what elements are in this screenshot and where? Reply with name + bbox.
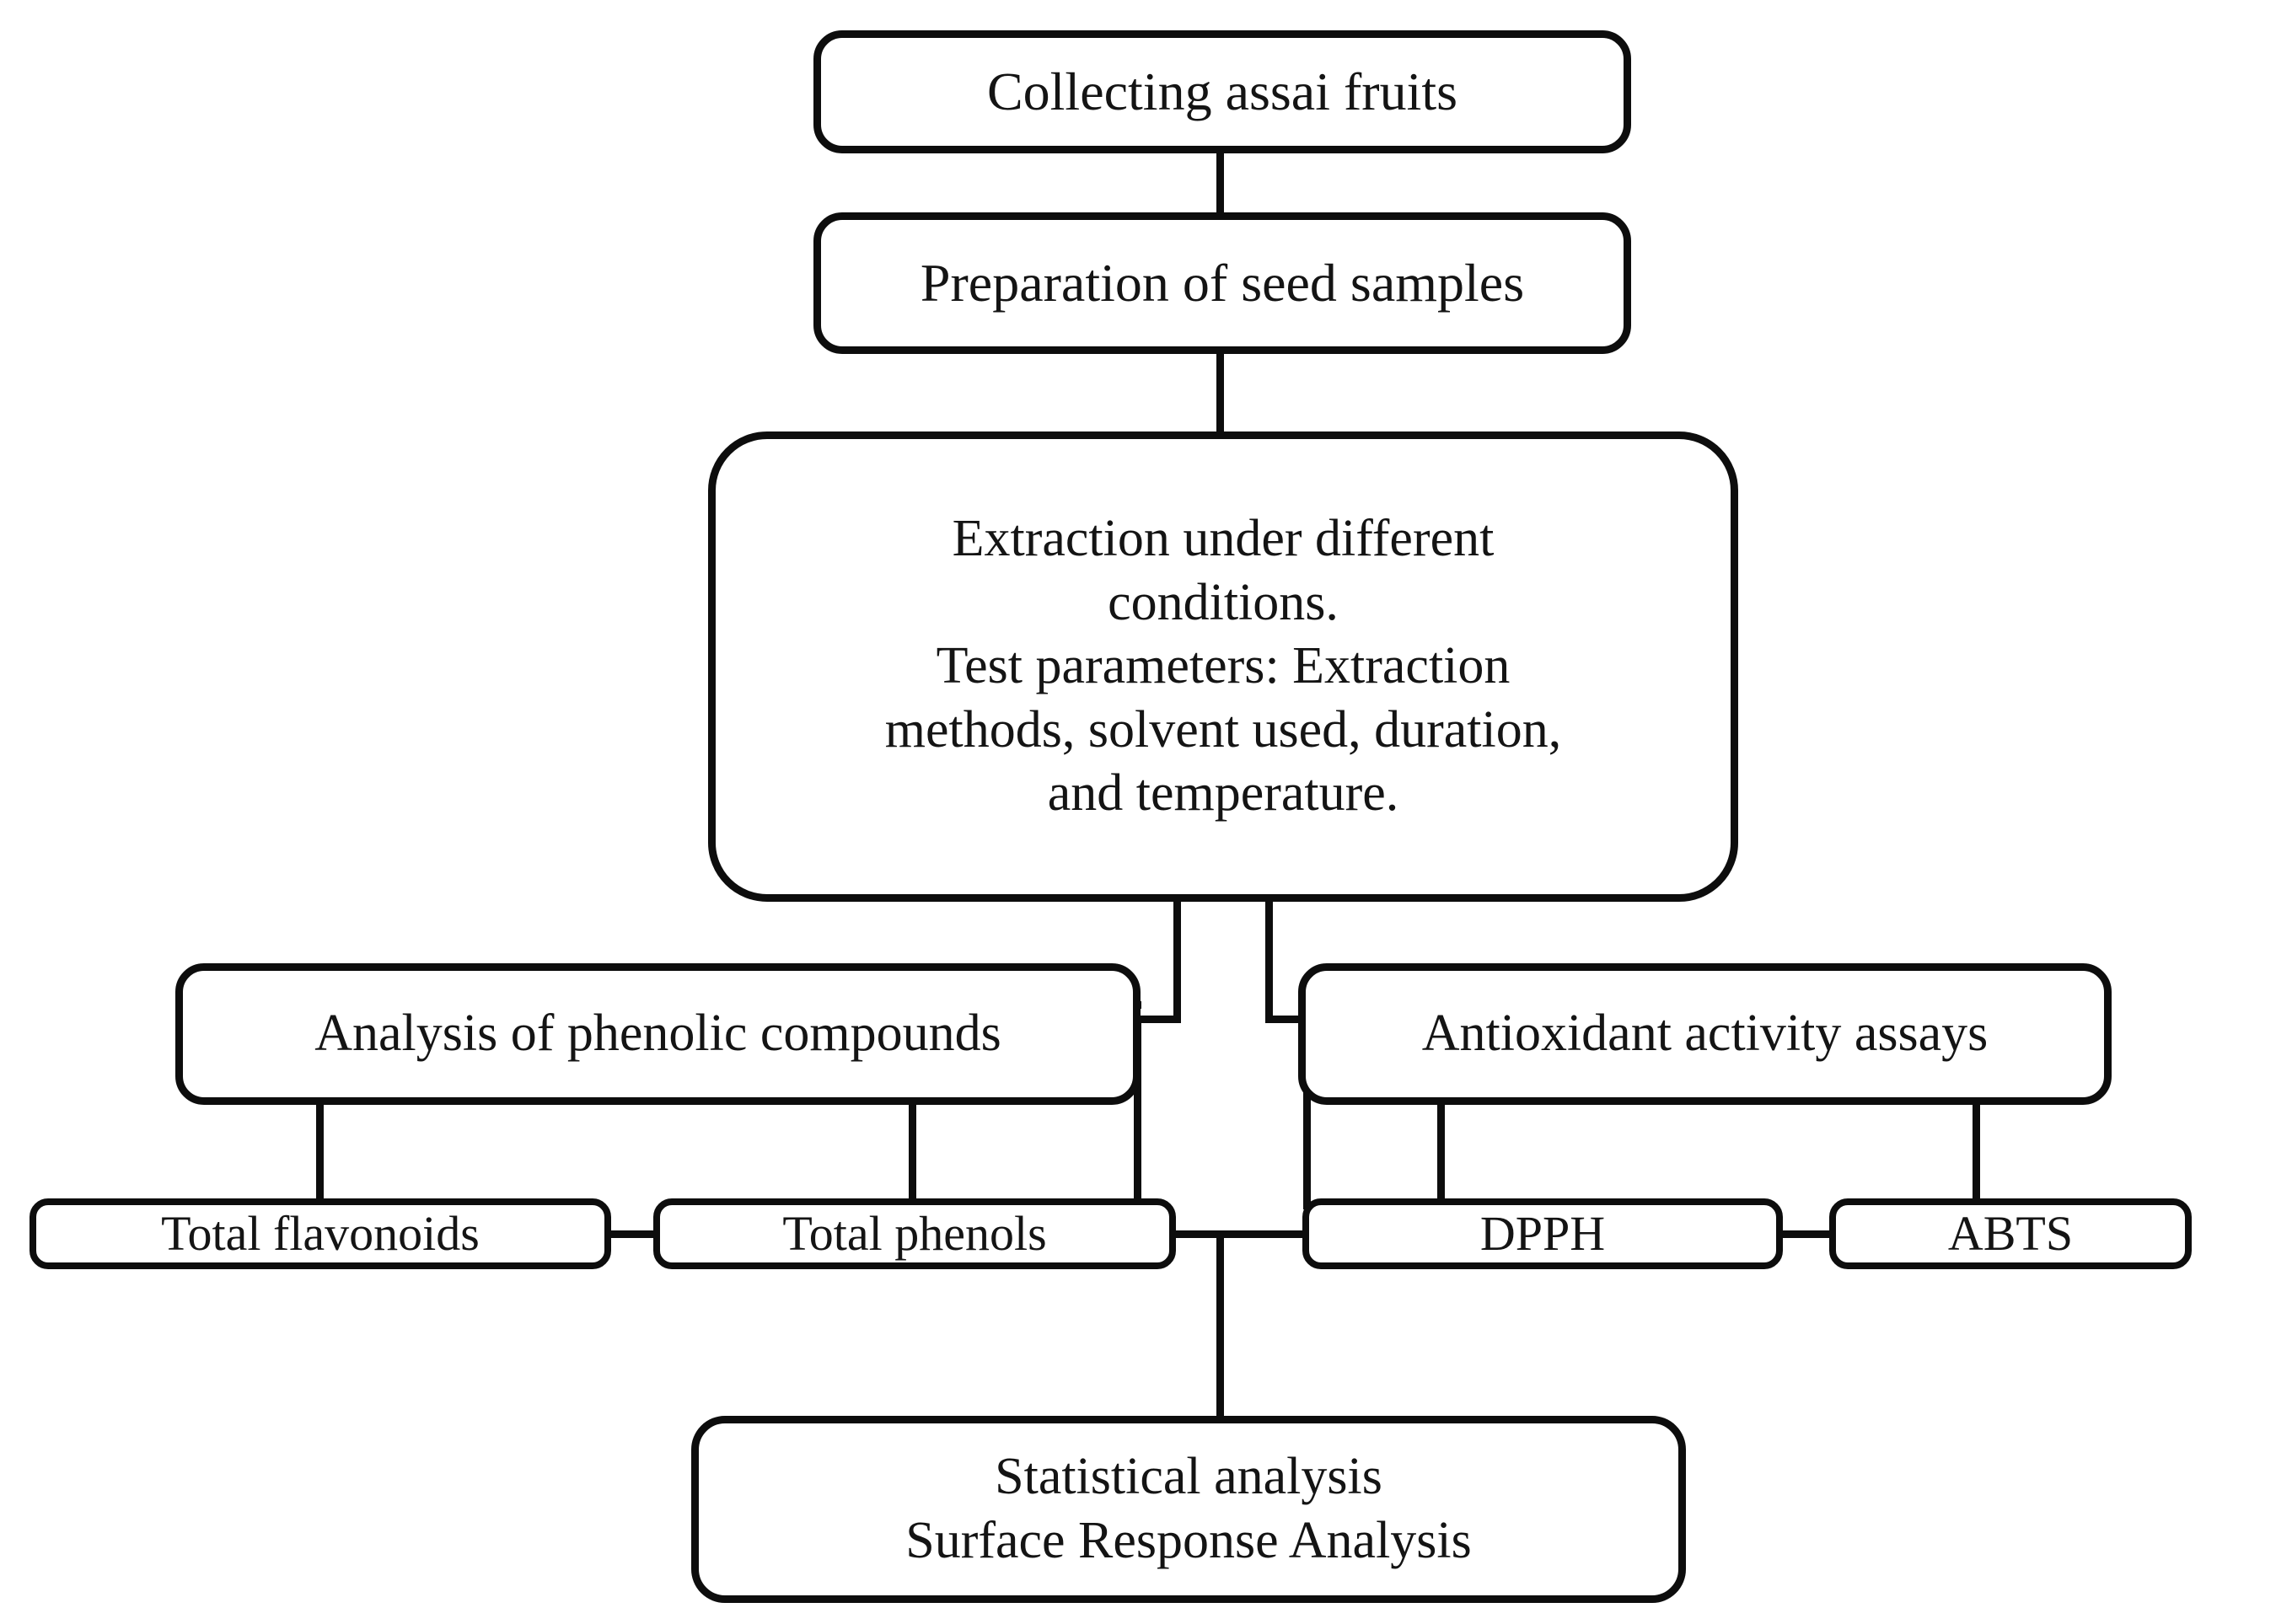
connector-extract-right-drop [1265,898,1273,1022]
node-abts[interactable]: ABTS [1829,1198,2192,1269]
connector-phenolic-elbow-vertical [1134,1020,1141,1209]
node-statistical-analysis[interactable]: Statistical analysis Surface Response An… [691,1416,1686,1603]
node-analysis-of-phenolic-compounds[interactable]: Analysis of phenolic compounds [175,963,1141,1105]
node-label: Extraction under different conditions. T… [884,509,1562,823]
node-total-flavonoids[interactable]: Total flavonoids [30,1198,611,1269]
node-label: Total flavonoids [161,1205,480,1261]
connector-dpph-to-abts [1779,1230,1833,1238]
connector-prep-to-extract [1216,352,1224,435]
node-label: Preparation of seed samples [920,252,1525,313]
node-label: Analysis of phenolic compounds [314,1005,1001,1063]
node-label: DPPH [1479,1205,1606,1261]
connector-antioxidant-to-abts [1973,1101,1980,1201]
connector-collect-to-prep [1216,152,1224,216]
node-label: Statistical analysis Surface Response An… [905,1448,1472,1569]
node-antioxidant-activity-assays[interactable]: Antioxidant activity assays [1298,963,2112,1105]
node-label: ABTS [1947,1205,2074,1261]
connector-phenols-to-dpph [1172,1230,1307,1238]
connector-phenolic-to-phenols [909,1101,916,1201]
connector-flavonoids-to-phenols [604,1230,658,1238]
connector-phenolic-to-flavonoids [316,1101,324,1201]
node-collecting-assai-fruits[interactable]: Collecting assai fruits [813,30,1631,153]
node-label: Collecting assai fruits [986,61,1458,121]
connector-extract-left-drop [1173,898,1181,1022]
node-label: Antioxidant activity assays [1421,1005,1989,1063]
node-label: Total phenols [782,1205,1047,1261]
node-total-phenols[interactable]: Total phenols [653,1198,1176,1269]
connector-antioxidant-to-dpph [1437,1101,1445,1201]
node-preparation-of-seed-samples[interactable]: Preparation of seed samples [813,212,1631,354]
connector-extract-left-stub [1113,1016,1181,1023]
node-extraction-conditions[interactable]: Extraction under different conditions. T… [708,431,1738,902]
node-dpph[interactable]: DPPH [1302,1198,1783,1269]
connector-antioxidant-elbow-vertical [1303,1020,1311,1209]
connector-to-statistical-analysis [1216,1234,1224,1419]
